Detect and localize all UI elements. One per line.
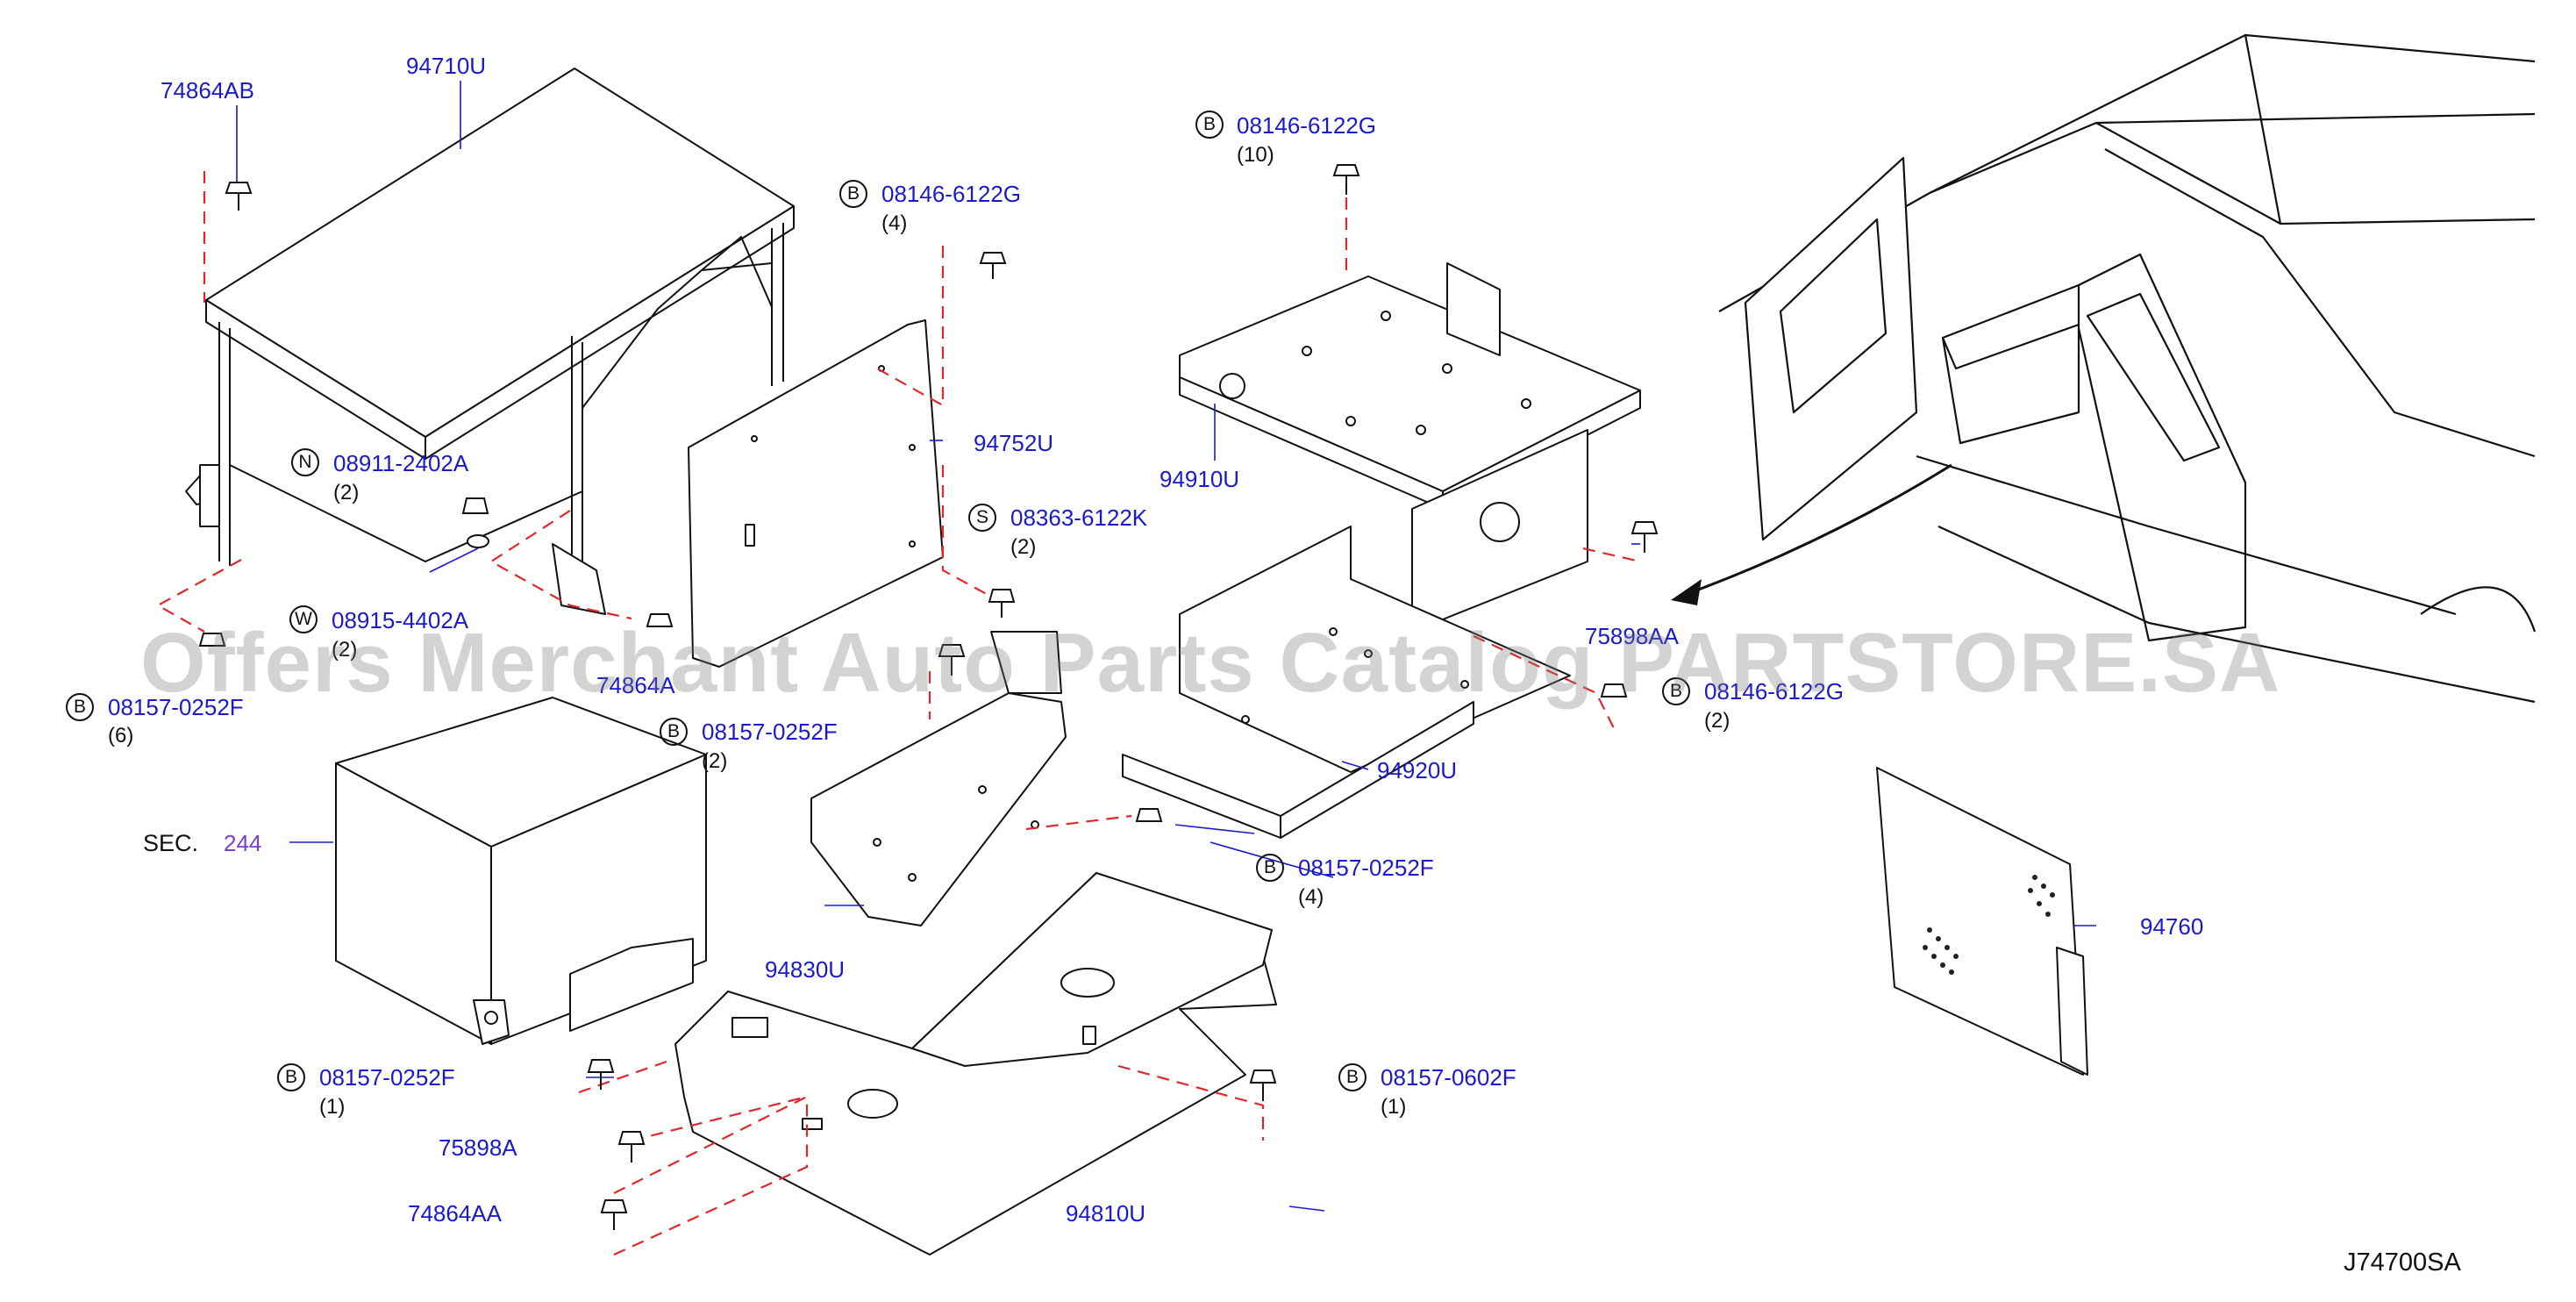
drawing-parts <box>185 33 2537 1256</box>
callout-part-number[interactable]: 08157-0252F <box>1298 855 1434 881</box>
callout-part-number[interactable]: 08911-2402A <box>333 450 469 476</box>
nut-icon <box>461 497 489 514</box>
callout-badge: B <box>1338 1063 1366 1091</box>
part-94920U-bracket <box>1122 526 1571 839</box>
callout-badge: W <box>289 605 318 633</box>
diagram-code: J74700SA <box>2344 1248 2461 1277</box>
part-94910U-bracket <box>1179 262 1641 633</box>
part-94752U-panel <box>688 319 944 668</box>
callout-badge: B <box>839 180 867 208</box>
fastener-axis-lines <box>155 171 1641 1256</box>
part-label-75898AA[interactable]: 75898AA <box>1585 623 1679 649</box>
bolt-icon <box>1600 683 1628 698</box>
part-94710U-cover <box>185 68 795 615</box>
callout-badge: B <box>1662 677 1690 705</box>
part-label-74864AA[interactable]: 74864AA <box>408 1200 502 1227</box>
washer-icon <box>467 534 489 548</box>
bolt-icon <box>225 182 253 211</box>
fastener-icons <box>198 164 1659 1230</box>
callout-quantity: (4) <box>1298 885 1324 909</box>
callout-part-number[interactable]: 08363-6122K <box>1010 504 1148 531</box>
bolt-icon <box>600 1199 628 1230</box>
callout-badge: B <box>660 718 688 746</box>
part-label-75898A[interactable]: 75898A <box>439 1134 517 1161</box>
callout-quantity: (1) <box>319 1095 346 1119</box>
bolt-icon <box>1249 1070 1277 1101</box>
callout-quantity: (6) <box>108 724 134 748</box>
part-label-94810U[interactable]: 94810U <box>1066 1200 1146 1227</box>
callout-quantity: (2) <box>332 638 358 662</box>
part-label-94830U[interactable]: 94830U <box>765 956 846 983</box>
vehicle-rear-view <box>1718 33 2537 704</box>
callout-part-number[interactable]: 08157-0252F <box>108 694 244 720</box>
part-label-94760[interactable]: 94760 <box>2140 913 2204 940</box>
callout-quantity: (2) <box>1010 535 1037 559</box>
bolt-icon <box>1135 808 1163 822</box>
section-ref-link[interactable]: 244 <box>224 830 262 856</box>
callout-badge: B <box>1256 854 1284 882</box>
callout-part-number[interactable]: 08146-6122G <box>1704 678 1845 705</box>
part-sec244-box <box>335 697 707 1045</box>
bolt-icon <box>938 644 966 676</box>
bolt-icon <box>198 633 226 647</box>
part-94760-mesh-panel <box>1876 767 2088 1076</box>
callout-quantity: (4) <box>881 211 908 235</box>
callout-badge: B <box>277 1063 305 1091</box>
part-label-74864AB[interactable]: 74864AB <box>161 77 254 104</box>
callout-badge: B <box>1195 111 1224 139</box>
part-94830U-bracket <box>810 631 1067 926</box>
watermark-text: Offers Merchant Auto Parts Catalog PARTS… <box>140 616 2281 710</box>
callout-quantity: (2) <box>1704 709 1730 733</box>
callout-part-number[interactable]: 08157-0252F <box>319 1064 455 1091</box>
part-label-94920U[interactable]: 94920U <box>1377 757 1458 783</box>
bolt-icon <box>1631 521 1659 553</box>
callout-badge: N <box>291 448 319 476</box>
callout-quantity: (2) <box>702 749 728 773</box>
callout-part-number[interactable]: 08915-4402A <box>332 607 469 633</box>
callout-badge: S <box>968 504 996 532</box>
callout-quantity: (10) <box>1237 143 1274 167</box>
bolt-icon <box>979 252 1007 279</box>
callout-part-number[interactable]: 08146-6122G <box>1237 112 1377 139</box>
bolt-icon <box>646 613 674 627</box>
direction-arrow <box>1671 463 1952 605</box>
callout-part-number[interactable]: 08157-0252F <box>702 719 838 745</box>
part-label-74864A-partial[interactable]: 74864A <box>596 672 675 698</box>
bolt-icon <box>1332 164 1360 195</box>
section-prefix: SEC. <box>143 830 199 856</box>
part-label-94710U[interactable]: 94710U <box>406 53 487 79</box>
callout-part-number[interactable]: 08157-0602F <box>1381 1064 1516 1091</box>
callout-quantity: (1) <box>1381 1095 1407 1119</box>
callout-quantity: (2) <box>333 481 360 504</box>
part-label-94752U[interactable]: 94752U <box>974 430 1054 456</box>
bolt-icon <box>988 589 1016 618</box>
callout-part-number[interactable]: 08146-6122G <box>881 181 1022 207</box>
bolt-icon <box>617 1131 646 1162</box>
callout-badge: B <box>66 693 94 721</box>
part-94810U-baseplate <box>674 872 1277 1256</box>
bolt-icon <box>587 1059 615 1090</box>
part-label-94910U[interactable]: 94910U <box>1160 466 1240 492</box>
